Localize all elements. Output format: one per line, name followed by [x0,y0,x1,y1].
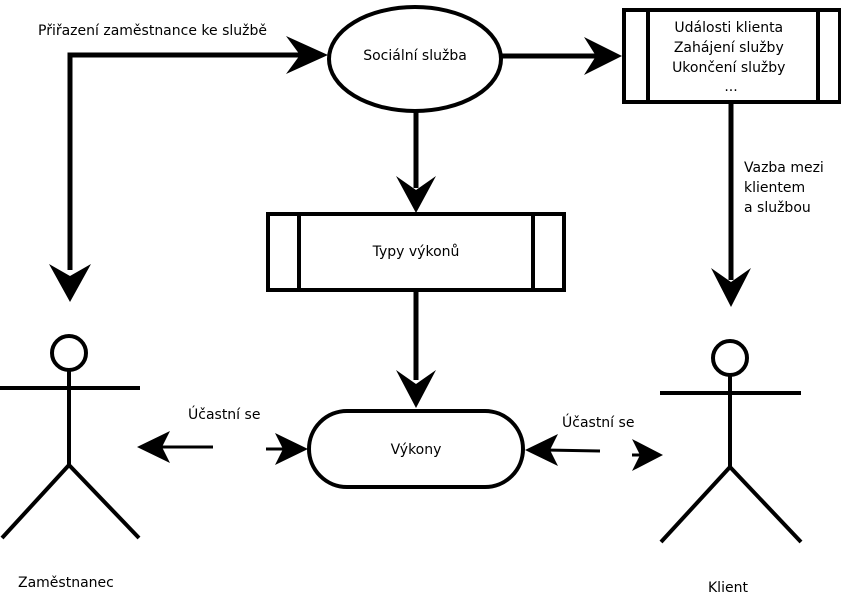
stick-figure-icon [659,339,803,544]
edge-types-to-performances [396,290,436,408]
edge-label-client-service-link: Vazba mezi klientem a službou [744,160,828,216]
actor-label-client: Klient [708,580,748,596]
arrowhead-icon [396,176,436,213]
edge-events-to-client [711,103,751,307]
node-performances: Výkony [307,409,525,489]
edge-client-participates [525,434,663,471]
node-label-performances: Výkony [391,442,442,458]
label-line: ... [724,79,737,95]
arrowhead-icon [525,434,558,466]
arrowhead-icon [584,37,622,75]
label-line: Vazba mezi [744,160,824,176]
edge-label-employee-participates: Účastní se [188,405,260,423]
actor-employee: Zaměstnanec [0,334,141,591]
edge-label-client-participates: Účastní se [562,413,634,431]
node-social-service: Sociální služba [327,5,503,113]
arrowhead-icon [396,370,436,408]
label-line: Události klienta [674,20,783,36]
actor-client: Klient [659,339,803,596]
edge-label-employee-assignment: Přiřazení zaměstnance ke službě [38,23,267,39]
arrowhead-icon [286,36,328,74]
node-performance-types: Typy výkonů [266,212,566,292]
arrowhead-icon [711,268,751,307]
label-line: a službou [744,200,811,216]
label-line: Ukončení služby [672,60,785,76]
edge-service-to-events [502,37,622,75]
edge-service-to-types [396,112,436,213]
node-label-client-events: Události klienta Zahájení služby Ukončen… [672,20,790,95]
node-label-social-service: Sociální služba [363,48,467,64]
node-client-events: Události klienta Zahájení služby Ukončen… [622,8,841,104]
arrowhead-icon [137,431,170,463]
arrowhead-icon [275,433,308,465]
stick-figure-icon [0,334,141,540]
edge-employee-participates [137,431,308,465]
arrowhead-icon [632,439,663,471]
label-line: Zahájení služby [674,40,784,56]
actor-label-employee: Zaměstnanec [18,575,114,591]
arrowhead-icon [49,264,91,302]
edge-employee-assignment [49,36,328,302]
label-line: klientem [744,180,805,196]
node-label-performance-types: Typy výkonů [372,244,460,260]
